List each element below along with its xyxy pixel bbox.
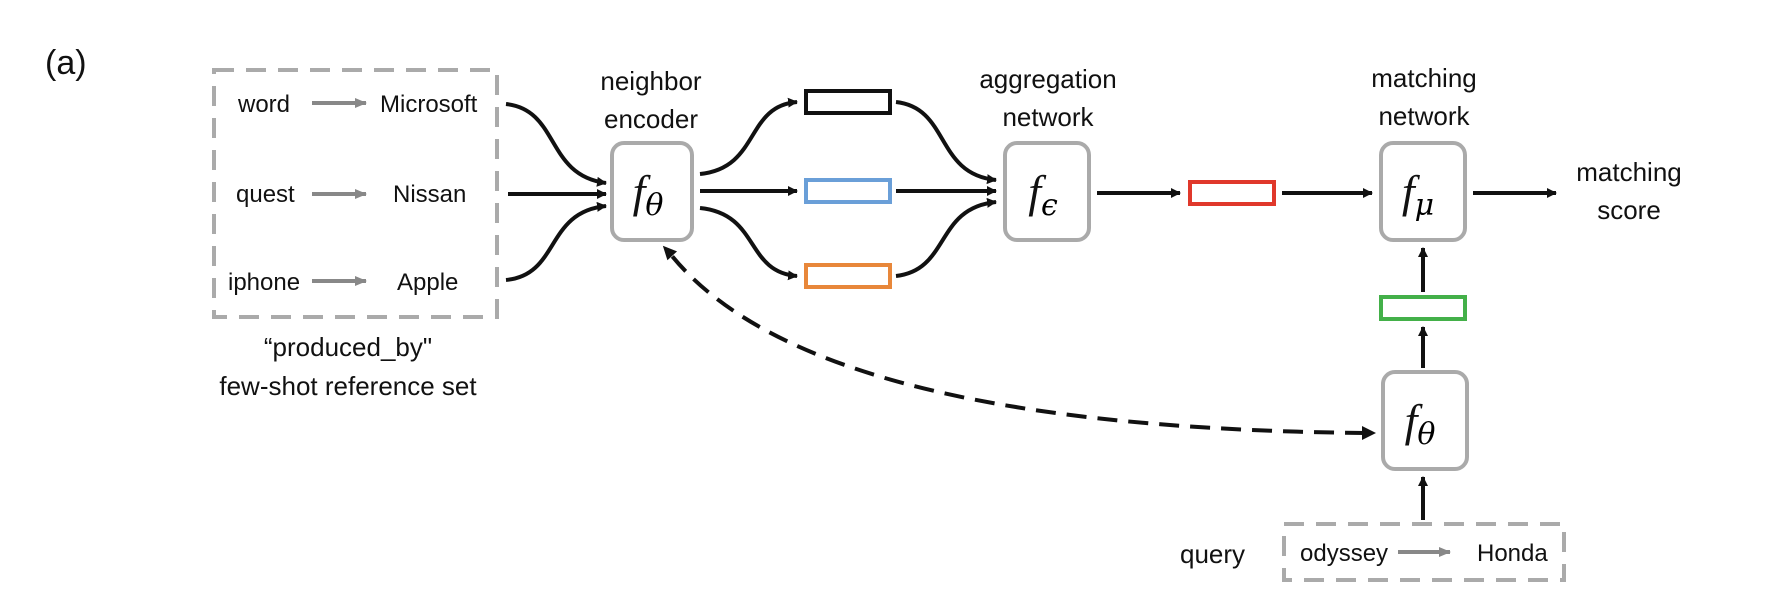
aggregation-label-line2: network bbox=[1002, 102, 1094, 132]
ref-head-3: iphone bbox=[228, 269, 300, 296]
output-line2: score bbox=[1597, 195, 1661, 225]
reference-caption-line2: few-shot reference set bbox=[219, 371, 477, 401]
arrow-encoder-to-orange-embedding bbox=[699, 206, 798, 281]
query-box bbox=[1282, 522, 1566, 582]
embedding-blue bbox=[804, 178, 892, 204]
encoder-label-line1: neighbor bbox=[600, 66, 702, 96]
encoder-label-line2: encoder bbox=[604, 104, 698, 134]
arrow-ref3-to-encoder bbox=[505, 201, 607, 282]
ref-head-1: word bbox=[237, 91, 290, 118]
query-head: odyssey bbox=[1300, 540, 1388, 567]
output-line1: matching bbox=[1576, 157, 1682, 187]
shared-encoder-arrowhead-left bbox=[662, 245, 678, 261]
ref-tail-3: Apple bbox=[397, 269, 458, 296]
shared-encoder-arrowhead-right bbox=[1362, 426, 1376, 440]
query-encoder-box bbox=[1381, 370, 1469, 471]
reference-set-box bbox=[212, 68, 499, 319]
neighbor-encoder-box bbox=[610, 141, 694, 242]
embedding-red bbox=[1188, 180, 1276, 206]
arrow-black-to-aggregation bbox=[895, 100, 997, 185]
aggregation-network-box bbox=[1003, 141, 1091, 242]
embedding-orange bbox=[804, 263, 892, 289]
embedding-green bbox=[1379, 295, 1467, 321]
query-tail: Honda bbox=[1477, 540, 1548, 567]
arrow-encoder-to-black-embedding bbox=[699, 97, 798, 176]
matching-label-line2: network bbox=[1378, 101, 1470, 131]
ref-tail-2: Nissan bbox=[393, 181, 466, 208]
arrow-orange-to-aggregation bbox=[895, 197, 997, 278]
embedding-black bbox=[804, 89, 892, 115]
shared-encoder-dashed-arrow bbox=[666, 249, 1366, 435]
reference-caption-line1: “produced_by" bbox=[264, 332, 432, 362]
matching-network-box bbox=[1379, 141, 1467, 242]
aggregation-label-line1: aggregation bbox=[979, 64, 1116, 94]
query-label: query bbox=[1180, 539, 1245, 569]
matching-label-line1: matching bbox=[1371, 63, 1477, 93]
arrow-ref1-to-encoder bbox=[505, 102, 607, 187]
ref-tail-1: Microsoft bbox=[380, 91, 478, 118]
panel-label: (a) bbox=[45, 44, 87, 82]
ref-head-2: quest bbox=[236, 181, 295, 208]
